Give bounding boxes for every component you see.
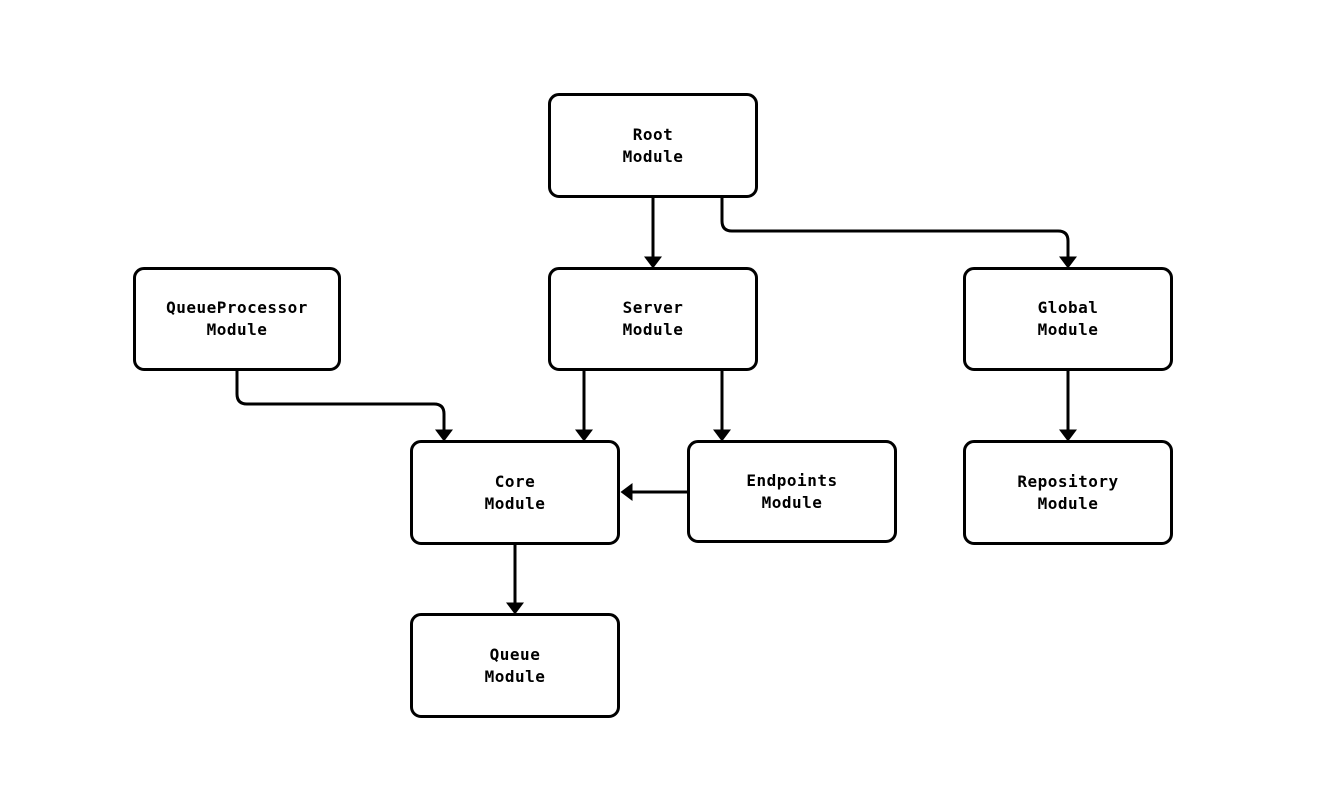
node-label-line1: Core <box>494 471 536 491</box>
node-label-line2: Module <box>484 493 546 513</box>
node-label-line1: Endpoints <box>746 470 838 490</box>
edge-root-global <box>720 198 1077 269</box>
node-label-line2: Module <box>622 320 684 339</box>
node-label-line1: Server <box>622 298 684 317</box>
node-label-line2: Module <box>206 320 268 339</box>
node-label-line2: Module <box>761 492 823 512</box>
node-label-line1: Global <box>1037 298 1099 317</box>
edge-queueprocessor-core <box>235 371 453 442</box>
node-label-line1: Root <box>632 124 674 144</box>
node-label-line1: QueueProcessor <box>166 298 308 317</box>
node-label-line2: Module <box>622 146 684 166</box>
node-label-line2: Module <box>1037 320 1099 339</box>
node-label-line2: Module <box>1037 493 1099 513</box>
node-label-line2: Module <box>484 666 546 686</box>
node-label-line1: Queue <box>489 644 541 664</box>
node-label-line1: Repository <box>1017 471 1119 491</box>
edge-paths <box>235 198 1077 615</box>
